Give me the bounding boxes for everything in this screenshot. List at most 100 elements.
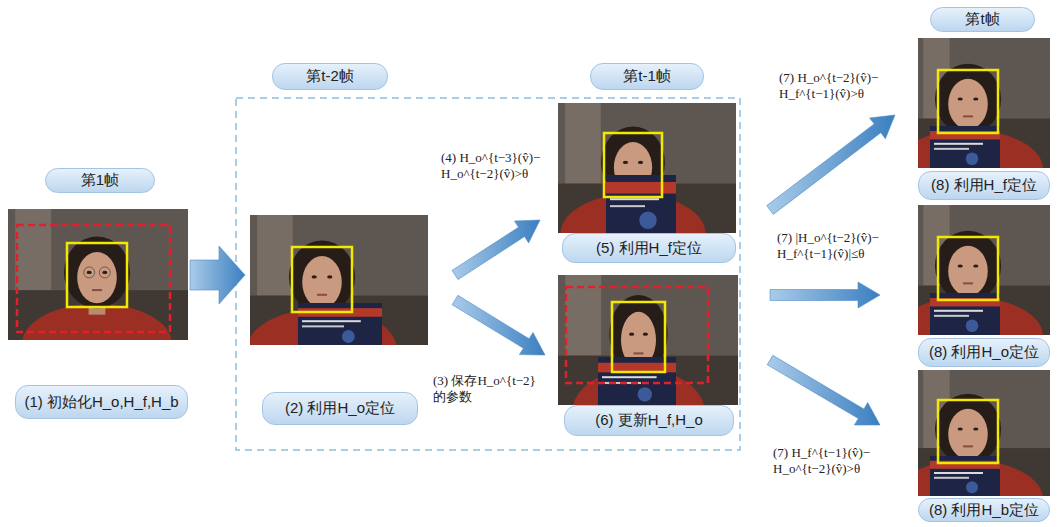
photo-mouth — [963, 445, 973, 447]
step-caption-pill: (8) 利用H_o定位 — [918, 338, 1050, 367]
tracking-box — [938, 237, 998, 300]
condition-label: (7) |H_o^{t−2}(v̂)− H_f^{t−1}(v̂)|≤θ — [776, 230, 883, 263]
photo-face — [302, 256, 342, 308]
photo-door — [257, 215, 293, 296]
photo-hair — [289, 241, 355, 314]
photo-magazine-line — [302, 325, 344, 327]
photo-magazine-picture — [639, 212, 656, 229]
frame-panel: (1) 初始化H_o,H_f,H_b — [8, 209, 188, 419]
frame-title: 第t帧 — [965, 11, 999, 28]
photo-glasses — [84, 267, 95, 278]
condition-label-box: (7) H_f^{t−1}(v̂)− H_o^{t−2}(v̂)>θ — [772, 445, 874, 478]
video-frame-photo — [8, 209, 188, 340]
step-caption: (5) 利用H_f定位 — [596, 240, 702, 257]
step-caption: (8) 利用H_b定位 — [929, 502, 1039, 519]
photo-eye — [973, 264, 978, 267]
photo-eye — [312, 275, 317, 278]
photo-hair — [935, 64, 1001, 135]
search-region-box — [566, 287, 708, 383]
video-frame-photo — [918, 38, 1050, 168]
step-caption-pill: (1) 初始化H_o,H_f,H_b — [15, 385, 188, 419]
photo-magazine-picture — [966, 481, 978, 493]
photo-door — [15, 209, 51, 290]
frame-title-pill: 第t帧 — [930, 7, 1035, 32]
flow-arrow — [770, 282, 880, 308]
photo-hair — [64, 237, 130, 309]
frame-title-pill: 第t-1帧 — [590, 63, 704, 90]
condition-label-box: (7) H_o^{t−2}(v̂)− H_f^{t−1}(v̂)>θ — [778, 70, 882, 103]
frame-panel: (8) 利用H_f定位 — [918, 38, 1050, 200]
step-caption: (8) 利用H_o定位 — [929, 344, 1039, 361]
photo-eye — [102, 271, 107, 274]
condition-label-box: (3) 保存H_o^{t−2} 的参数 — [432, 373, 540, 406]
step-caption: (6) 更新H_f,H_o — [595, 412, 703, 429]
step-caption: (1) 初始化H_o,H_f,H_b — [24, 394, 178, 411]
video-frame-photo — [558, 275, 738, 405]
photo-hair — [935, 394, 1001, 465]
photo-face — [77, 252, 117, 303]
photo-magazine-line — [934, 310, 983, 312]
frame-title: 第t-2帧 — [306, 68, 354, 85]
photo-magazine-line — [302, 320, 361, 322]
frame-panel: (6) 更新H_f,H_o — [558, 275, 738, 436]
frame-title-pill: 第1帧 — [45, 168, 155, 193]
step-caption: (2) 利用H_o定位 — [285, 400, 395, 417]
photo-eye — [629, 333, 634, 336]
photo-eye — [973, 427, 978, 430]
step-caption: (8) 利用H_f定位 — [931, 177, 1037, 194]
photo-door — [565, 103, 601, 184]
condition-label-box: (4) H_o^{t−3}(v̂)− H_o^{t−2}(v̂)>θ — [440, 150, 544, 183]
photo-mouth — [963, 115, 973, 117]
photo-magazine-line — [934, 315, 969, 317]
photo-wall — [558, 275, 738, 405]
photo-eye — [958, 264, 963, 267]
photo-magazine-line — [610, 198, 659, 200]
photo-magazine-line — [934, 143, 983, 145]
photo-mouth — [317, 294, 327, 296]
photo-glasses — [99, 267, 110, 278]
condition-label: (7) H_o^{t−2}(v̂)− H_f^{t−1}(v̂)>θ — [778, 70, 882, 103]
condition-label: (3) 保存H_o^{t−2} 的参数 — [432, 373, 540, 406]
photo-eye — [87, 271, 92, 274]
photo-face — [948, 409, 988, 459]
frame-panel: (2) 利用H_o定位 — [250, 215, 428, 425]
photo-magazine-line — [934, 477, 969, 479]
step-caption-pill: (6) 更新H_f,H_o — [564, 405, 734, 436]
step-caption-pill: (8) 利用H_f定位 — [918, 171, 1050, 200]
photo-magazine-line — [934, 472, 983, 474]
photo-face — [948, 246, 988, 296]
photo-mouth — [92, 289, 102, 291]
tracking-box — [67, 243, 127, 307]
step-caption-pill: (5) 利用H_f定位 — [562, 233, 736, 263]
tracking-box — [604, 133, 662, 197]
photo-eye — [643, 333, 648, 336]
photo-mouth — [634, 352, 644, 354]
photo-magazine-picture — [638, 387, 652, 401]
flow-arrow — [452, 295, 545, 355]
video-frame-photo — [558, 103, 736, 233]
search-region-box — [17, 225, 170, 332]
photo-mouth — [963, 282, 973, 284]
step-caption-pill: (8) 利用H_b定位 — [918, 498, 1050, 522]
photo-magazine-band — [606, 182, 676, 194]
frame-panel: (5) 利用H_f定位 — [558, 103, 736, 263]
flow-arrow — [767, 115, 895, 214]
frame-panel: (8) 利用H_o定位 — [918, 205, 1050, 367]
photo-eye — [638, 161, 643, 164]
condition-label-box: (7) |H_o^{t−2}(v̂)− H_f^{t−1}(v̂)|≤θ — [776, 230, 883, 263]
condition-label: (7) H_f^{t−1}(v̂)− H_o^{t−2}(v̂)>θ — [772, 445, 874, 478]
video-frame-photo — [918, 205, 1050, 335]
photo-face — [948, 79, 988, 129]
photo-magazine-picture — [966, 152, 979, 165]
photo-magazine-line — [602, 376, 657, 378]
tracking-box — [292, 247, 352, 312]
flow-arrow — [452, 220, 540, 280]
photo-magazine-line — [934, 148, 969, 150]
tracking-box — [612, 302, 665, 372]
photo-eye — [327, 275, 332, 278]
video-frame-photo — [918, 370, 1050, 496]
tracking-box — [938, 70, 998, 133]
video-frame-photo — [250, 215, 428, 345]
tracking-box — [938, 400, 998, 463]
photo-hair — [935, 231, 1001, 302]
